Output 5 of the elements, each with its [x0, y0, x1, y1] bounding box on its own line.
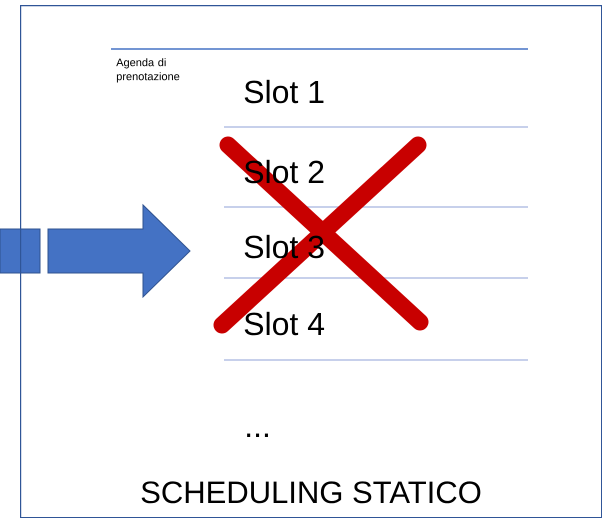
caption-text: SCHEDULING STATICO: [142, 481, 480, 504]
slot-label: Slot 4: [244, 312, 324, 336]
table-heading: Agenda di prenotazione: [116, 58, 180, 82]
slot-label: Slot 1: [244, 80, 324, 104]
ellipsis: ...: [247, 434, 268, 437]
